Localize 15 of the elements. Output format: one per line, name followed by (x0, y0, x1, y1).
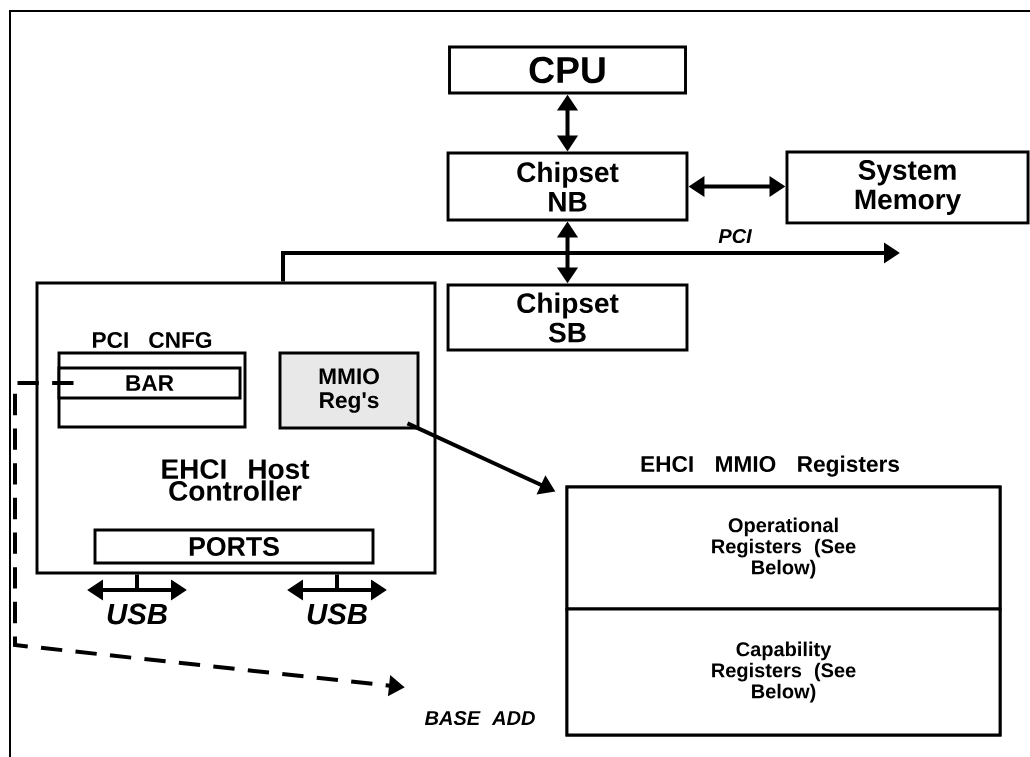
register-block: Operational Registers (See Below) (565, 485, 1002, 611)
edge-label: USB (107, 603, 167, 625)
chip-box: Chipset NB (446, 151, 689, 222)
ports-box: PORTS (93, 528, 375, 565)
edge-label: PCI (717, 227, 753, 245)
memory-box: System Memory (785, 150, 1030, 225)
edge-label: USB (307, 603, 367, 625)
register-row: BAR (57, 366, 242, 400)
node-label: EHCI MMIO Registers (641, 455, 900, 477)
register-box: MMIO Reg's (278, 351, 420, 430)
address-label: BASE ADD (424, 710, 535, 726)
node-label: PCI CNFG (92, 331, 212, 349)
cpu-box: CPU (448, 45, 687, 95)
register-block: Capability Registers (See Below) (565, 607, 1002, 737)
chip-box: Chipset SB (446, 283, 689, 352)
